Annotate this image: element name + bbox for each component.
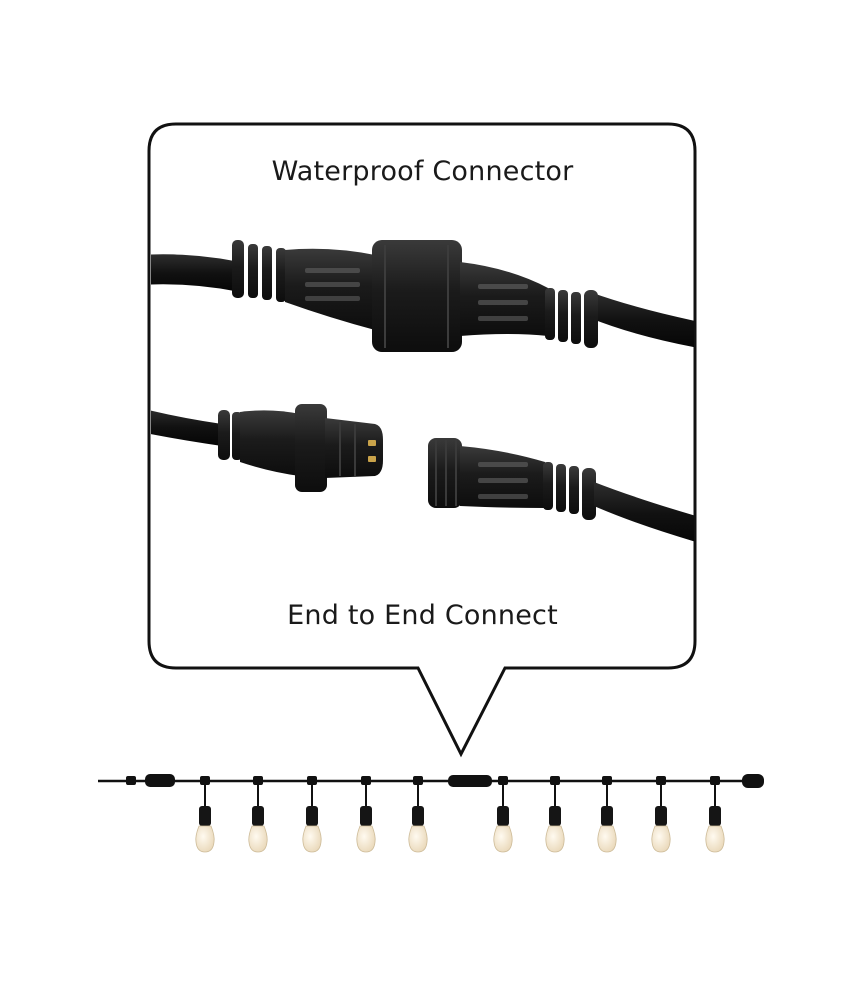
speech-bubble-icon — [147, 122, 697, 758]
bulb-icon — [651, 776, 671, 853]
bulb-icon — [705, 776, 725, 853]
callout-title: Waterproof Connector — [271, 156, 574, 187]
bulb-icon — [408, 776, 428, 853]
male-plug — [151, 404, 383, 492]
bulb-icon — [356, 776, 376, 853]
string-light-icon — [98, 774, 764, 853]
female-plug — [428, 438, 694, 546]
bulb-icon — [195, 776, 215, 853]
bulb-icon — [493, 776, 513, 853]
joined-connector — [151, 240, 694, 352]
bulb-icon — [248, 776, 268, 853]
bulb-icon — [597, 776, 617, 853]
bulb-icon — [302, 776, 322, 853]
bulb-icon — [545, 776, 565, 853]
callout-subtitle: End to End Connect — [287, 600, 558, 631]
